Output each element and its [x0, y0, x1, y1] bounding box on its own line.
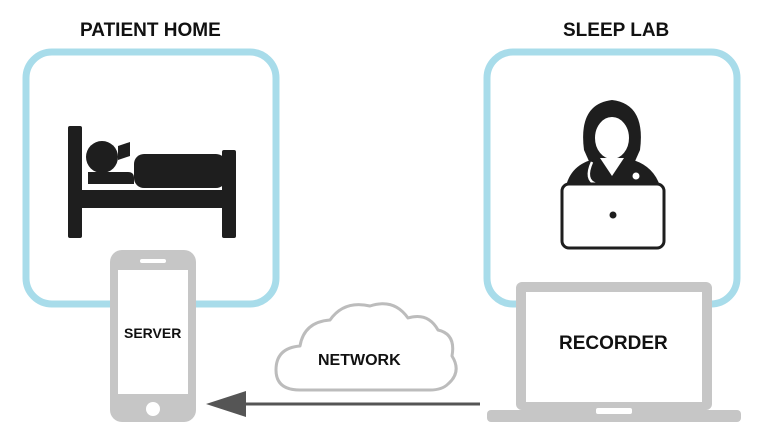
recorder-label: RECORDER — [559, 333, 668, 354]
sleep-lab-title: SLEEP LAB — [563, 20, 670, 41]
bed-with-person-icon — [68, 126, 236, 238]
smartphone-icon — [110, 250, 196, 422]
server-label: SERVER — [124, 325, 182, 341]
doctor-at-laptop-icon — [560, 100, 666, 250]
network-label: NETWORK — [318, 352, 401, 369]
cloud-icon — [274, 302, 458, 392]
arrow-left-icon — [206, 391, 480, 417]
patient-home-title: PATIENT HOME — [80, 20, 221, 41]
laptop-icon — [487, 282, 741, 422]
